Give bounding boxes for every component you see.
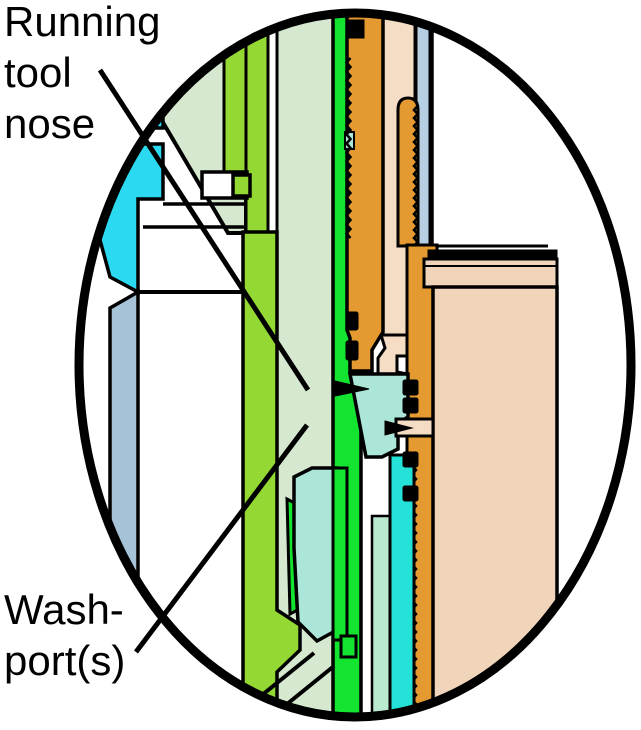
seal-block: [402, 379, 419, 396]
label-running-tool-nose: Running tool nose: [4, 0, 161, 147]
tieback-threads: [412, 105, 420, 251]
latch-dog: [231, 173, 252, 198]
seal-block: [345, 340, 359, 361]
lower-sliver-band: [370, 514, 392, 715]
mandrel: [345, 15, 385, 373]
tieback-rod: [396, 96, 420, 248]
bevel-line-2: [258, 664, 336, 715]
seal-block: [345, 311, 359, 331]
leader-line-running-tool-nose: [97, 68, 311, 392]
sleeve-finger: [331, 466, 349, 642]
flow-arrow-icon: [384, 420, 414, 436]
flow-arrow-icon: [334, 380, 370, 397]
seal-block: [402, 485, 419, 502]
label-wash-ports: Wash- port(s): [4, 586, 126, 684]
seal-block: [402, 451, 419, 468]
flange-gasket: [427, 249, 558, 259]
flange-rim: [422, 257, 559, 289]
mandrel-threads: [344, 57, 353, 239]
seal-block: [402, 397, 419, 414]
sleeve-foot: [339, 634, 358, 659]
wellhead-flange-body: [431, 285, 559, 715]
lens-outline: [74, 8, 636, 722]
wash-port-cavity: [292, 466, 339, 644]
housing-band-upper-right: [244, 15, 270, 234]
mandrel-cap-seal: [348, 19, 365, 39]
housing-band-upper-left: [222, 15, 248, 175]
